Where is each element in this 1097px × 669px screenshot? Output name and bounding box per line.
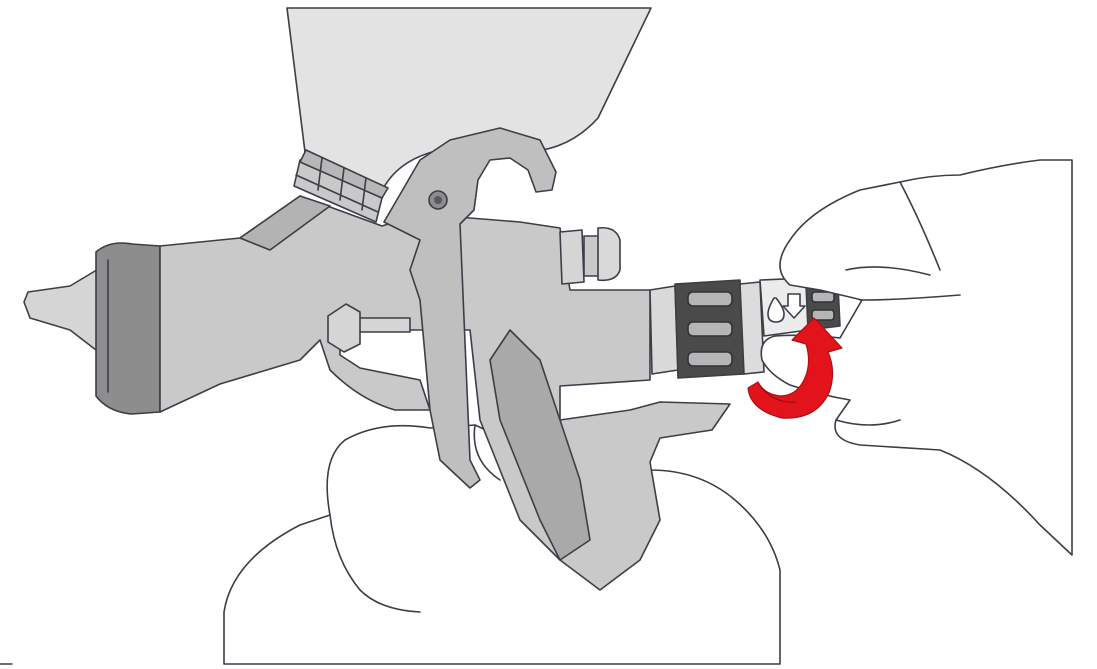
pattern-knob-icon [598,228,620,281]
knob-slot [688,292,732,306]
hand-icon [761,160,1072,555]
air-cap-ring-icon [96,243,160,414]
knob-slot [688,352,732,366]
knob-slot [688,322,732,336]
